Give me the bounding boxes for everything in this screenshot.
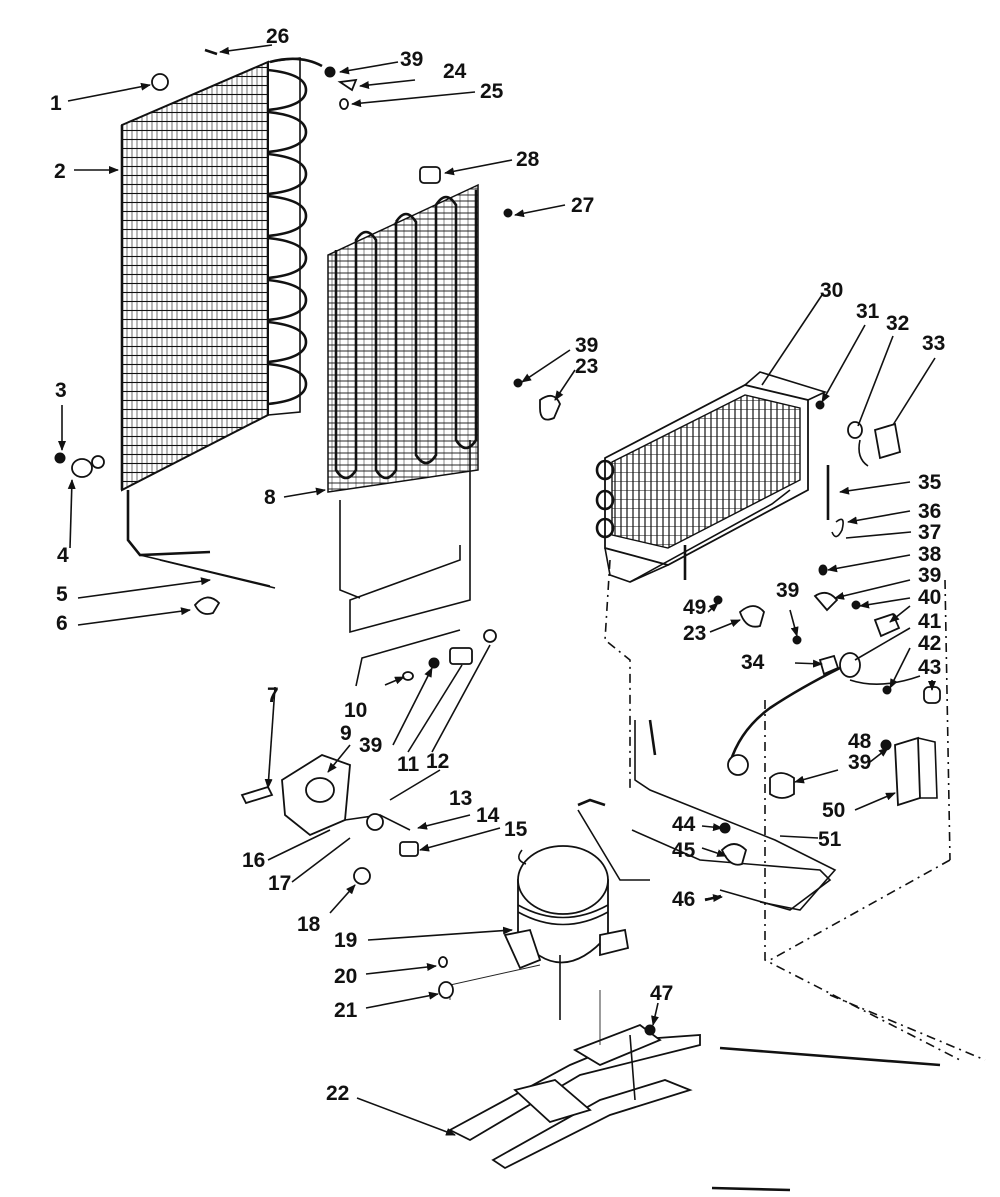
callout-16: 16 bbox=[242, 849, 265, 872]
callout-labels: 1 2 3 4 5 6 7 8 9 10 11 12 13 14 15 16 1… bbox=[50, 25, 945, 1105]
callout-30: 30 bbox=[820, 279, 843, 302]
leader-lines bbox=[58, 44, 936, 1136]
callout-9: 9 bbox=[340, 722, 352, 745]
callout-28: 28 bbox=[516, 148, 540, 171]
callout-14: 14 bbox=[476, 804, 500, 827]
callout-34: 34 bbox=[741, 651, 765, 674]
callout-26: 26 bbox=[266, 25, 289, 48]
callout-51: 51 bbox=[818, 828, 842, 851]
callout-25: 25 bbox=[480, 80, 504, 103]
callout-41: 41 bbox=[918, 610, 942, 633]
callout-38: 38 bbox=[918, 543, 942, 566]
callout-35: 35 bbox=[918, 471, 942, 494]
condenser-coil bbox=[120, 57, 323, 589]
callout-31: 31 bbox=[856, 300, 880, 323]
callout-10: 10 bbox=[344, 699, 367, 722]
callout-47: 47 bbox=[650, 982, 673, 1005]
callout-27: 27 bbox=[571, 194, 594, 217]
callout-32: 32 bbox=[886, 312, 909, 335]
callout-8: 8 bbox=[264, 486, 276, 509]
callout-3: 3 bbox=[55, 379, 67, 402]
evaporator-assembly bbox=[595, 371, 844, 583]
callout-39-right: 39 bbox=[918, 564, 941, 587]
callout-17: 17 bbox=[268, 872, 291, 895]
tubing-assembly bbox=[577, 719, 837, 911]
callout-33: 33 bbox=[922, 332, 945, 355]
callout-15: 15 bbox=[504, 818, 528, 841]
callout-22: 22 bbox=[326, 1082, 349, 1105]
callout-13: 13 bbox=[449, 787, 472, 810]
callout-19: 19 bbox=[334, 929, 357, 952]
callout-36: 36 bbox=[918, 500, 941, 523]
callout-43: 43 bbox=[918, 656, 941, 679]
callout-45: 45 bbox=[672, 839, 696, 862]
callout-39-lower: 39 bbox=[848, 751, 871, 774]
callout-46: 46 bbox=[672, 888, 695, 911]
serpentine-coil bbox=[327, 183, 479, 687]
callout-42: 42 bbox=[918, 632, 941, 655]
callout-4: 4 bbox=[57, 544, 69, 567]
callout-2: 2 bbox=[54, 160, 66, 183]
callout-23-lower: 23 bbox=[683, 622, 706, 645]
callout-48: 48 bbox=[848, 730, 872, 753]
callout-39-valve: 39 bbox=[359, 734, 382, 757]
callout-37: 37 bbox=[918, 521, 941, 544]
callout-40: 40 bbox=[918, 586, 941, 609]
callout-1: 1 bbox=[50, 92, 62, 115]
callout-49: 49 bbox=[683, 596, 706, 619]
base-frame bbox=[448, 990, 941, 1192]
callout-39-upper: 39 bbox=[575, 334, 598, 357]
callout-39-top: 39 bbox=[400, 48, 423, 71]
callout-21: 21 bbox=[334, 999, 358, 1022]
callout-50: 50 bbox=[822, 799, 845, 822]
callout-20: 20 bbox=[334, 965, 357, 988]
callout-23-upper: 23 bbox=[575, 355, 598, 378]
callout-44: 44 bbox=[672, 813, 696, 836]
callout-18: 18 bbox=[297, 913, 321, 936]
callout-12: 12 bbox=[426, 750, 449, 773]
hardware-parts bbox=[54, 48, 941, 1036]
cabinet-outline bbox=[604, 559, 986, 1061]
callout-24: 24 bbox=[443, 60, 467, 83]
callout-11: 11 bbox=[397, 753, 420, 776]
callout-6: 6 bbox=[56, 612, 68, 635]
callout-5: 5 bbox=[56, 583, 68, 606]
callout-39-evap: 39 bbox=[776, 579, 799, 602]
callout-7: 7 bbox=[267, 684, 279, 707]
